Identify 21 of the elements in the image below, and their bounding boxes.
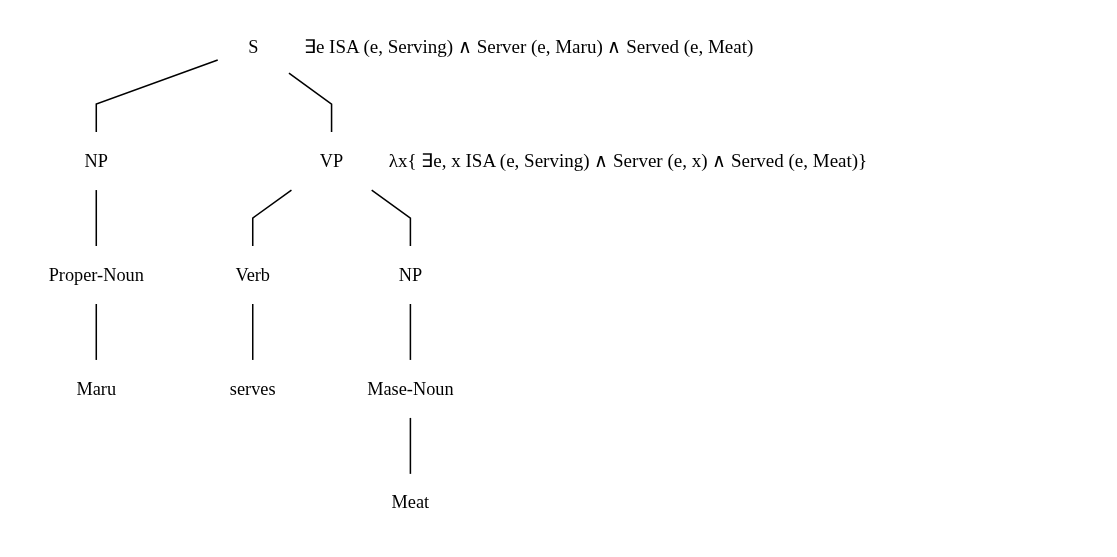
node-text: VP <box>319 150 344 171</box>
formula-text: ∃e ISA (e, Serving) ∧ Server (e, Maru) ∧ Served (e, Meat) <box>303 35 754 59</box>
connector <box>251 303 254 361</box>
formula-text: λx{ ∃e, x ISA (e, Serving) ∧ Server (e, x) ∧ Served (e, Meat)} <box>388 149 868 173</box>
node-text: serves <box>229 378 276 399</box>
node-text: NP <box>84 150 108 171</box>
node-text: S <box>248 36 259 57</box>
connector <box>288 72 333 133</box>
node-text: Proper-Noun <box>48 264 144 285</box>
node-text: NP <box>398 264 423 285</box>
node-text: Mase-Noun <box>367 378 454 399</box>
connector <box>370 189 412 247</box>
connector <box>95 189 98 247</box>
node-text: Maru <box>76 378 117 399</box>
connector <box>251 189 293 247</box>
node-text: Verb <box>235 264 271 285</box>
connector <box>95 59 219 133</box>
connector <box>409 417 412 475</box>
connector <box>95 303 98 361</box>
node-text: Meat <box>391 492 430 513</box>
connector <box>409 303 412 361</box>
